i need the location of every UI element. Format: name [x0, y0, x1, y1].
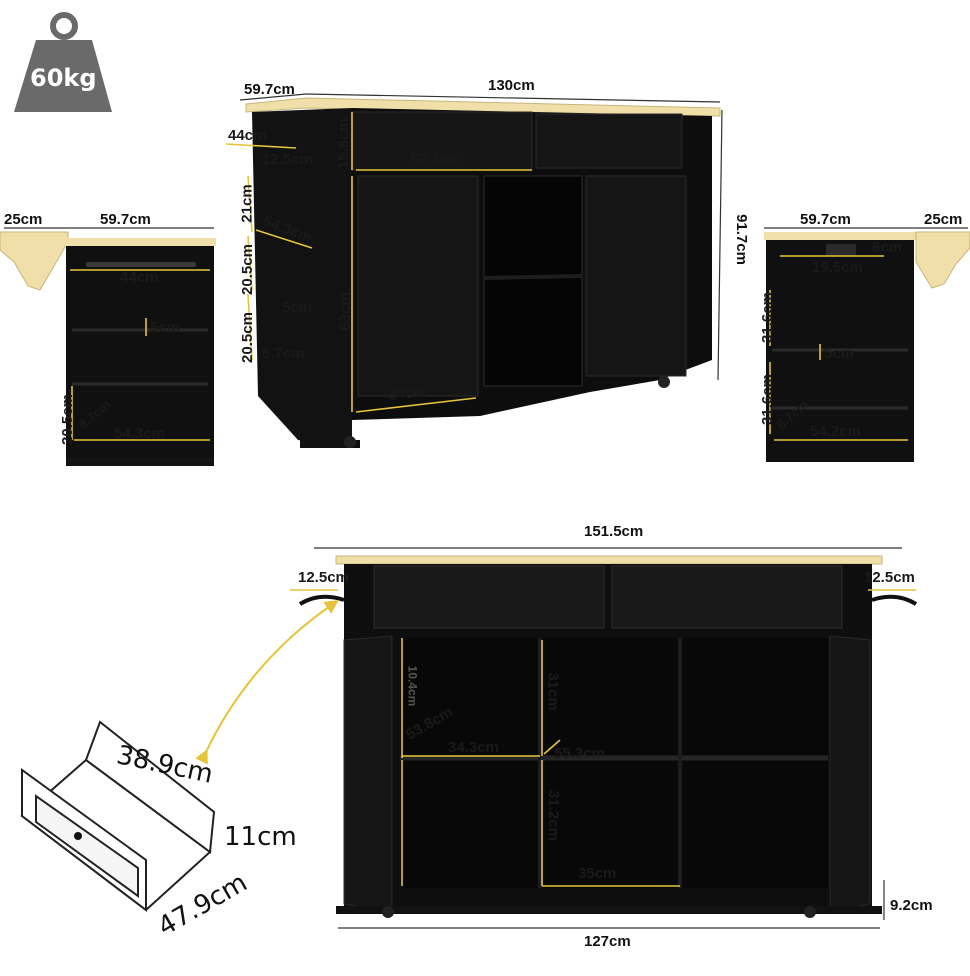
front-left-overhang-label: 12.5cm [298, 569, 349, 586]
left-bottom-height-label: 20.5cm [58, 394, 76, 445]
weight-icon [14, 12, 112, 112]
right-leaf-label: 25cm [924, 211, 963, 228]
top-depth-label: 59.7cm [244, 81, 295, 98]
front-bottom-width-label: 35cm [578, 865, 617, 882]
top-drawer-height-label: 15.8cm [334, 118, 352, 169]
front-door-height-label: 10.4cm [405, 665, 420, 707]
front-base-width-label: 127cm [584, 933, 631, 950]
top-side-shelf-3-label: 20.5cm [238, 312, 256, 363]
island-right-view [764, 231, 970, 462]
weight-label: 60kg [30, 64, 97, 92]
drawer-drawing [20, 720, 216, 913]
right-lower-height-label: 31.6cm [758, 374, 776, 425]
top-cabinet-height-label: 63cm [336, 292, 354, 331]
right-outlet-width-label: 19.5cm [812, 259, 863, 276]
top-side-shelf-1-label: 21cm [238, 184, 256, 223]
top-side-depth-label: 12.5cm [262, 151, 313, 168]
front-shelf-left-label: 34.3cm [448, 739, 499, 756]
front-right-overhang-label: 12.5cm [864, 569, 915, 586]
right-shelf-width-label: 54.2cm [810, 423, 861, 440]
top-side-lip-label: 5cm [282, 299, 313, 316]
top-side-rail-label: 44cm [228, 127, 267, 144]
front-total-width-label: 151.5cm [584, 523, 644, 540]
dimension-lines [4, 93, 968, 929]
front-mid-width-label: 55.3cm [554, 745, 605, 762]
top-height-label: 91.7cm [732, 214, 750, 265]
front-lower-height-label: 31.2cm [544, 790, 562, 841]
left-leaf-label: 25cm [4, 211, 43, 228]
front-leg-height-label: 9.2cm [890, 897, 933, 914]
top-width-label: 130cm [488, 77, 535, 94]
front-upper-height-label: 31cm [544, 672, 562, 711]
gold-dimension-lines [70, 112, 916, 887]
top-side-inner-label: 8.7cm [262, 345, 305, 362]
right-lip-label: 5cm [824, 345, 855, 362]
island-front-view [298, 555, 918, 918]
left-depth-label: 59.7cm [100, 211, 151, 228]
left-lip-label: 5cm [150, 319, 181, 336]
top-side-shelf-2-label: 20.5cm [238, 244, 256, 295]
drawer-arrow [195, 600, 339, 765]
left-rail-label: 44cm [120, 269, 159, 286]
island-angled-view [245, 97, 721, 448]
island-left-view [0, 231, 216, 466]
right-outlet-label: 6cm [872, 239, 903, 256]
right-depth-label: 59.7cm [800, 211, 851, 228]
drawer-height-label: 11cm [224, 822, 297, 852]
right-upper-height-label: 31.6cm [758, 292, 776, 343]
top-door-width-label: 34cm [387, 383, 428, 404]
left-shelf-width-label: 54.3cm [114, 425, 165, 442]
top-drawer-width-label: 52.2cm [410, 151, 461, 168]
